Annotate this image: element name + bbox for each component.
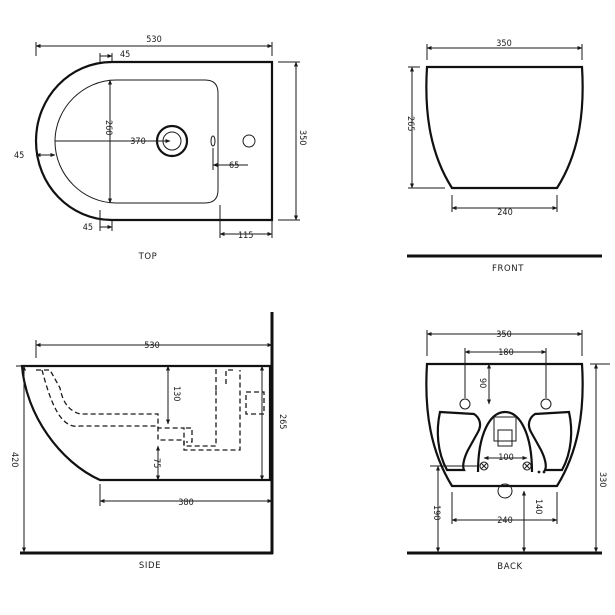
back-bolt-hole-left: [459, 398, 471, 410]
dim-top-length: 530: [146, 35, 161, 45]
back-spigot-outlet: [497, 429, 513, 447]
dim-back-width: 350: [496, 330, 511, 340]
dim-front-top-width: 350: [496, 39, 511, 49]
side-fixing-block: [245, 391, 265, 415]
dim-side-waste-offset: 75: [151, 458, 161, 468]
dim-back-bolt-spacing: 180: [498, 348, 513, 358]
back-pocket-right: [527, 410, 573, 472]
dim-side-total-height: 420: [9, 452, 19, 467]
side-view: 530 420 130 75 265 380 SIDE: [9, 312, 287, 571]
dim-back-fix-spacing: 100: [498, 453, 513, 463]
front-outline: [425, 65, 584, 190]
top-tap-hole: [242, 134, 256, 148]
back-waste-hole: [497, 483, 513, 499]
dim-side-body-height: 265: [277, 414, 287, 429]
dim-back-waste-height: 140: [533, 499, 543, 514]
side-outline: [20, 364, 272, 482]
dim-front-base-width: 240: [497, 208, 512, 218]
back-spigot-body: [493, 416, 517, 442]
dim-top-rim-top: 45: [120, 50, 130, 60]
dim-back-fix-height: 190: [431, 505, 441, 520]
dim-top-bowl-width: 260: [103, 120, 113, 135]
back-outline: [425, 362, 584, 488]
dim-back-bolt-drop: 90: [477, 378, 487, 388]
back-fixing-right: [522, 461, 532, 471]
dim-top-depth: 350: [297, 130, 307, 145]
caption-front: FRONT: [492, 264, 524, 274]
dim-back-base-width: 240: [497, 516, 512, 526]
back-pocket-left: [436, 410, 482, 472]
dim-back-height: 330: [597, 472, 607, 487]
side-spigot: [186, 368, 236, 443]
caption-back: BACK: [497, 562, 522, 572]
caption-side: SIDE: [139, 561, 161, 571]
back-center-arch: [476, 410, 534, 473]
back-fixing-left: [479, 461, 489, 471]
caption-top: TOP: [138, 252, 158, 262]
dim-side-waste-height: 130: [171, 386, 181, 401]
dim-front-height: 265: [405, 116, 415, 131]
dim-top-tap-offset: 65: [229, 161, 239, 171]
side-channel-inner: [41, 369, 241, 451]
top-overflow-slot: [210, 135, 216, 147]
dim-top-rim-left: 45: [14, 151, 24, 161]
dim-side-base-length: 380: [178, 498, 193, 508]
dim-top-rim-bottom: 45: [83, 223, 93, 233]
dim-side-length: 530: [144, 341, 159, 351]
dim-top-rear: 115: [238, 231, 253, 241]
front-view: 350 265 240 FRONT: [405, 39, 602, 274]
back-view: 350 180 90 100 330 190 140 240 BACK: [407, 330, 610, 572]
side-channel-outer: [36, 369, 217, 447]
back-bolt-hole-right: [540, 398, 552, 410]
top-view: 530 45 260 370 45 65 45 115 350 T: [14, 35, 307, 262]
dim-top-to-hole: 370: [130, 137, 145, 147]
